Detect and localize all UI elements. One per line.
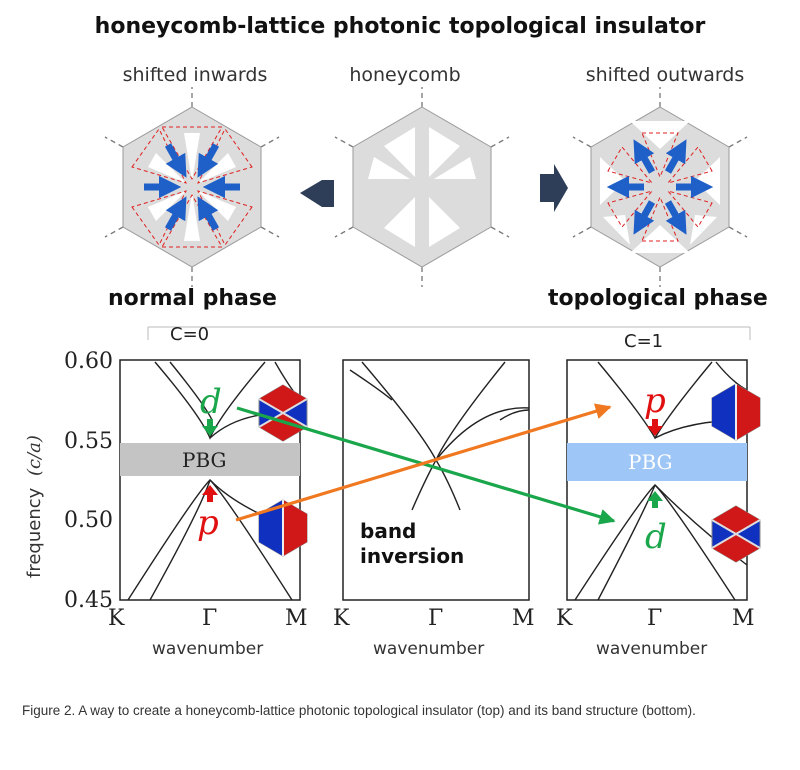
- label-shifted-inwards: shifted inwards: [122, 64, 268, 86]
- k-tick-K-1: K: [108, 606, 125, 631]
- label-topological-phase: topological phase: [548, 286, 768, 311]
- lattice-schematic: [104, 87, 748, 287]
- x-axis-label-3: wavenumber: [596, 639, 707, 659]
- k-tick-K-3: K: [556, 606, 573, 631]
- arrow-up-green-topological: [647, 491, 663, 508]
- cell-shifted-inwards: [104, 87, 280, 287]
- orbital-d-topological: d: [645, 517, 667, 557]
- cell-shifted-outwards: [572, 87, 748, 287]
- mode-pattern-d-topological: [711, 505, 761, 563]
- cell-honeycomb: [334, 87, 510, 287]
- y-tick-060: 0.60: [64, 349, 113, 374]
- pbg-label-normal: PBG: [182, 448, 227, 472]
- y-tick-045: 0.45: [64, 588, 113, 613]
- transition-arrow-left: [300, 180, 322, 207]
- k-tick-K-2: K: [333, 606, 350, 631]
- y-tick-050: 0.50: [64, 508, 113, 533]
- chern-number-left: C=0: [170, 324, 209, 345]
- x-axis-label-1: wavenumber: [152, 639, 263, 659]
- k-tick-M-3: M: [732, 606, 755, 631]
- arrow-up-red-normal: [202, 485, 218, 502]
- x-axis-label-2: wavenumber: [373, 639, 484, 659]
- y-axis-label: frequency: [24, 487, 45, 578]
- k-tick-Gamma-2: Γ: [428, 606, 443, 631]
- inversion-arrow-p: [235, 403, 612, 522]
- band-inversion-line2: inversion: [360, 544, 464, 568]
- chern-number-right: C=1: [624, 331, 663, 352]
- label-normal-phase: normal phase: [108, 286, 277, 311]
- figure-title: honeycomb-lattice photonic topological i…: [94, 14, 706, 39]
- k-tick-Gamma-1: Γ: [202, 606, 217, 631]
- k-tick-Gamma-3: Γ: [647, 606, 662, 631]
- mode-pattern-p-normal: [258, 499, 308, 557]
- pbg-label-topological: PBG: [628, 450, 673, 474]
- arrow-down-green-normal: [202, 419, 218, 436]
- y-axis-unit: (c/a): [24, 435, 45, 476]
- k-tick-M-2: M: [512, 606, 535, 631]
- y-tick-055: 0.55: [64, 429, 113, 454]
- band-panel-inversion: band inversion: [342, 359, 530, 601]
- label-honeycomb: honeycomb: [349, 64, 461, 86]
- mode-pattern-p-topological: [711, 383, 761, 441]
- mode-pattern-d-normal: [258, 384, 308, 442]
- figure-caption: Figure 2. A way to create a honeycomb-la…: [22, 703, 696, 718]
- orbital-d-normal: d: [200, 382, 222, 422]
- pbg-band-normal: [120, 443, 300, 476]
- inversion-arrow-d: [236, 406, 616, 525]
- orbital-p-normal: p: [197, 503, 219, 543]
- band-structure-figure: C=0 C=1 frequency (c/a) 0.60 0.55 0.50 0…: [24, 324, 761, 659]
- k-tick-M-1: M: [285, 606, 308, 631]
- pbg-band-topological: [567, 443, 747, 481]
- arrow-down-red-topological: [647, 419, 663, 436]
- transition-arrow-right: [540, 164, 568, 212]
- band-inversion-line1: band: [360, 519, 416, 543]
- label-shifted-outwards: shifted outwards: [585, 64, 745, 86]
- orbital-p-topological: p: [644, 381, 666, 421]
